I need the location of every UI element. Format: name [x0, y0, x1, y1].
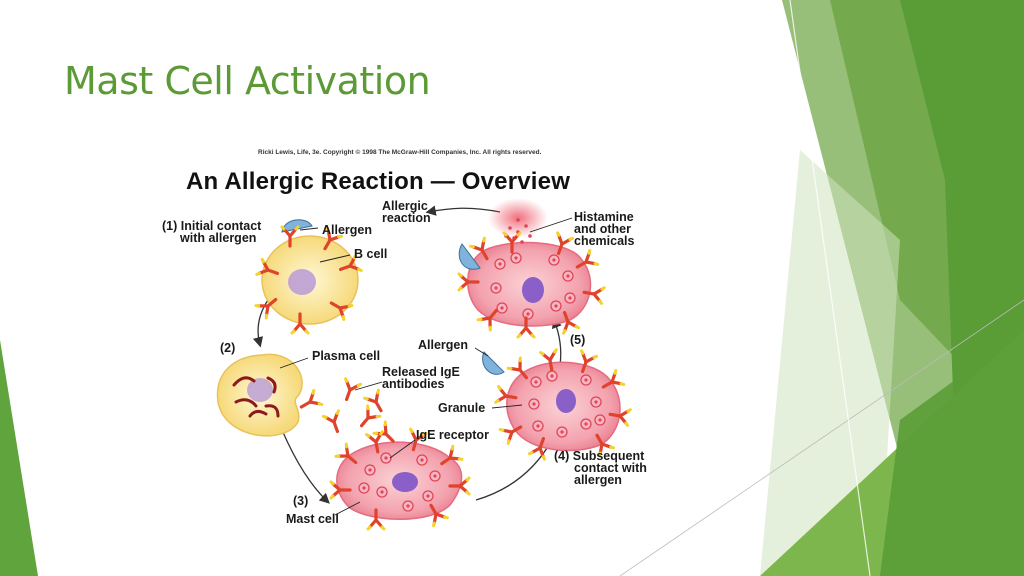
mast-cell	[336, 441, 463, 520]
ige-antibody	[575, 249, 600, 269]
ige-antibody	[339, 253, 363, 272]
ige-antibody	[299, 389, 324, 409]
ige-antibody	[329, 480, 352, 500]
label-step4-line1: (4) Subsequent	[554, 449, 645, 463]
chemical-dot	[524, 224, 528, 228]
label-allergen-top: Allergen	[322, 223, 373, 237]
label-granule: Granule	[438, 401, 486, 415]
right-cell-granules	[528, 370, 606, 438]
allergen-right	[482, 351, 505, 375]
chemical-dot	[508, 226, 512, 230]
ige-antibody	[580, 349, 599, 373]
label-allergen-right: Allergen	[418, 338, 469, 352]
ige-antibody	[334, 442, 358, 465]
deco-shape-bottom-dark	[880, 330, 1024, 576]
arrow-3-to-4	[475, 437, 554, 501]
figure-drawing	[216, 198, 632, 531]
ige-antibody	[516, 316, 536, 339]
ige-antibody	[344, 377, 363, 401]
ige-antibody	[255, 257, 279, 276]
ige-antibody	[562, 311, 581, 335]
deco-shape-pale	[760, 150, 900, 576]
arrow-2-to-3	[281, 429, 330, 504]
allergen-top-right	[458, 243, 481, 270]
ige-antibody	[366, 508, 386, 531]
deco-line	[619, 299, 1024, 576]
chemical-dot	[520, 240, 524, 244]
ige-antibodies	[254, 225, 632, 531]
label-step5: (5)	[570, 333, 586, 347]
ige-antibody	[429, 503, 449, 528]
ige-antibody	[539, 348, 558, 372]
ige-antibody	[582, 286, 606, 305]
ige-antibody	[359, 404, 382, 428]
leader-lines	[279, 217, 573, 516]
label-step1-line2: with allergen	[180, 231, 257, 245]
ige-antibody	[321, 409, 340, 433]
label-histamine-line1: Histamine	[574, 210, 634, 224]
figure-credit: Ricki Lewis, Life, 3e. Copyright © 1998 …	[258, 149, 542, 156]
ige-antibody	[494, 385, 518, 404]
arrow-1-to-2	[252, 299, 269, 348]
ige-antibody	[469, 236, 489, 261]
ige-antibody	[448, 476, 471, 496]
ige-antibody	[254, 297, 278, 320]
ige-antibody	[556, 231, 575, 255]
label-step2: (2)	[220, 341, 236, 355]
ige-antibody	[502, 231, 522, 254]
ige-antibody	[527, 437, 546, 461]
arrow-4-to-5	[552, 317, 562, 366]
label-step4-line2: contact with	[574, 461, 647, 475]
label-released-line2: antibodies	[382, 377, 445, 391]
label-mast-cell: Mast cell	[286, 512, 339, 526]
ige-antibody	[323, 226, 343, 251]
histamine-burst	[488, 198, 548, 238]
top-cell-granules	[490, 252, 576, 320]
figure-title: An Allergic Reaction — Overview	[186, 168, 571, 195]
label-b-cell: B cell	[354, 247, 388, 261]
ige-antibody	[365, 430, 384, 454]
ige-antibody	[498, 425, 523, 445]
rough-er	[232, 376, 280, 418]
b-cell-nucleus	[288, 269, 316, 295]
label-ige-receptor: IgE receptor	[416, 428, 489, 442]
ige-antibody	[457, 272, 480, 292]
ige-antibody	[409, 427, 428, 452]
degranulating-cell	[467, 198, 592, 327]
ige-antibody	[280, 225, 300, 248]
mast-cell-granules	[358, 452, 441, 512]
ige-antibody	[595, 433, 615, 458]
label-allergic-line1: Allergic	[382, 199, 428, 213]
allergic-reaction-figure: Ricki Lewis, Life, 3e. Copyright © 1998 …	[150, 140, 670, 532]
deco-line-2	[789, 0, 871, 576]
label-step3: (3)	[293, 494, 309, 508]
label-allergic-line2: reaction	[382, 211, 431, 225]
ige-antibody	[363, 388, 383, 413]
ige-antibody	[601, 369, 626, 389]
ige-antibody	[608, 408, 632, 427]
ige-antibody	[440, 444, 464, 466]
label-step4-line3: allergen	[574, 473, 622, 487]
chemical-dot	[516, 218, 520, 222]
ige-antibody	[506, 356, 529, 380]
label-released-line1: Released IgE	[382, 365, 460, 379]
label-plasma-cell: Plasma cell	[312, 349, 381, 363]
ige-antibody	[329, 301, 354, 321]
label-histamine-line3: chemicals	[574, 234, 635, 248]
left-edge-triangle	[0, 340, 38, 576]
chemical-dot	[528, 234, 532, 238]
slide-title: Mast Cell Activation	[64, 59, 431, 103]
ige-antibody	[290, 312, 310, 335]
plasma-cell	[216, 353, 303, 437]
label-histamine-line2: and other	[574, 222, 631, 236]
b-cell	[261, 235, 359, 325]
label-step1-line1: (1) Initial contact	[162, 219, 262, 233]
ige-antibody	[476, 308, 499, 332]
arrow-to-reaction	[425, 205, 501, 216]
